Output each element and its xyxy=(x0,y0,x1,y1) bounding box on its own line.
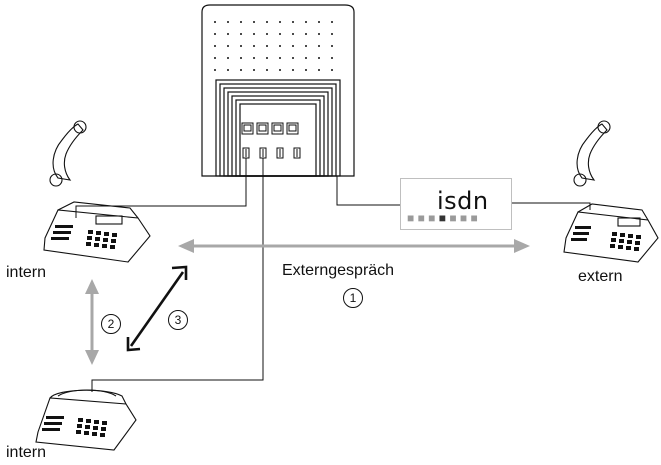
label-externgespraech: Externgespräch xyxy=(282,262,395,279)
bidirectional-arrow-icon xyxy=(85,239,530,365)
pbx-unit-icon xyxy=(201,4,355,177)
marker-3: 3 xyxy=(168,310,188,330)
isdn-logo-dots: ■ ■ ■ ■ ■ ■ ■ xyxy=(407,211,478,225)
diagonal-arrow-icon xyxy=(126,265,188,352)
marker-2: 2 xyxy=(101,314,121,334)
marker-1: 1 xyxy=(343,288,363,308)
label-intern-top: intern xyxy=(6,264,47,281)
phone-icon xyxy=(43,120,151,263)
phone-icon xyxy=(563,120,659,263)
label-intern-bottom: intern xyxy=(6,444,47,461)
phone-icon xyxy=(35,389,137,451)
isdn-logo-text: isdn xyxy=(437,187,489,215)
label-extern: extern xyxy=(578,268,623,285)
isdn-logo-icon: isdn ■ ■ ■ ■ ■ ■ ■ xyxy=(400,178,512,230)
